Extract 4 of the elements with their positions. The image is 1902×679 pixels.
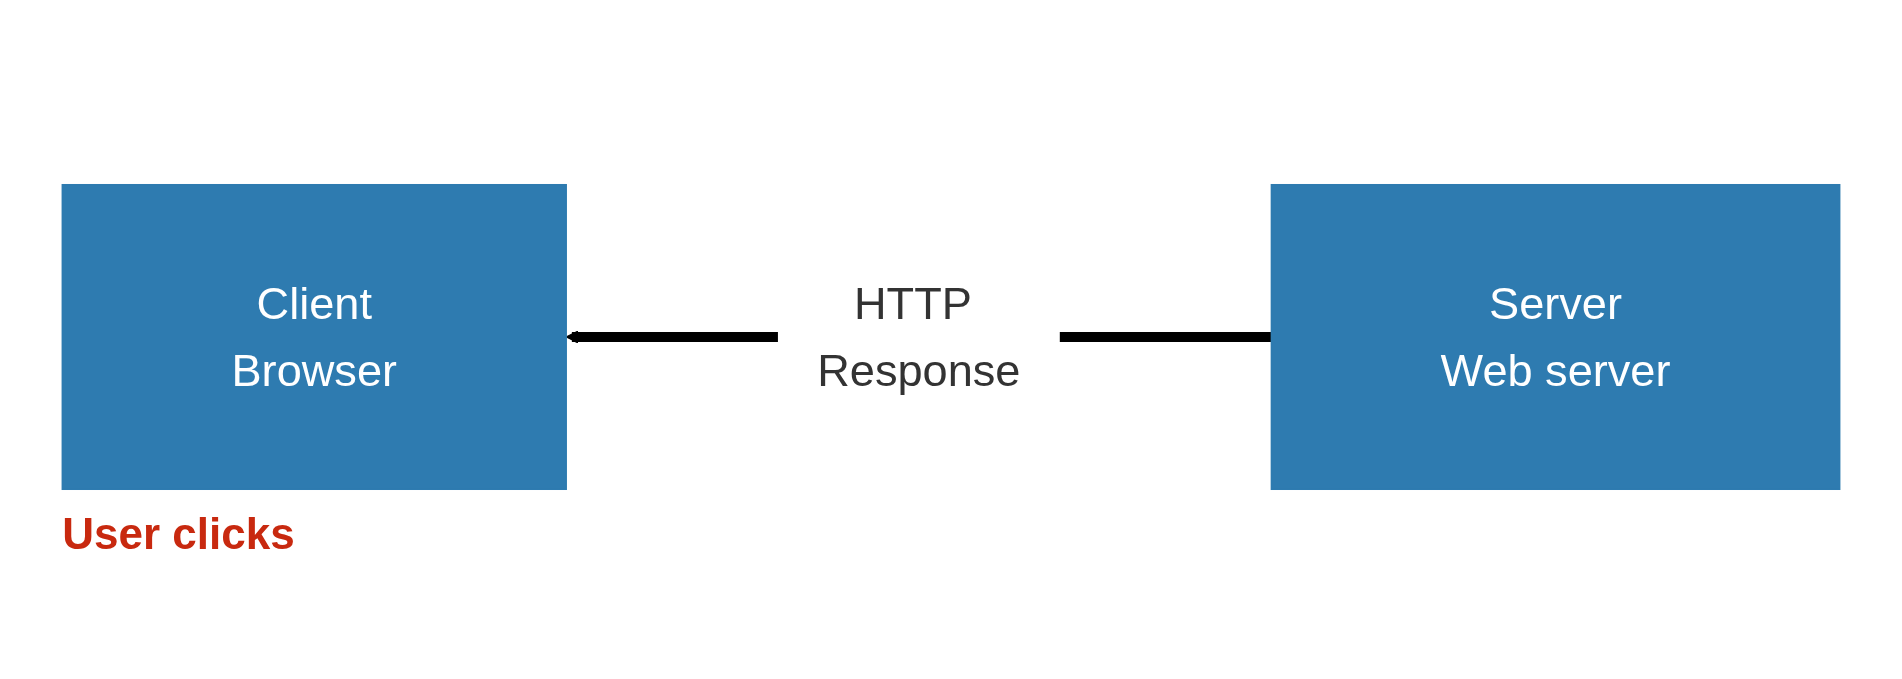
node-box: Server Web server xyxy=(1270,183,1841,490)
node-box: Client Browser xyxy=(61,183,567,490)
edge-label: HTTP Response xyxy=(817,277,1021,396)
node-caption: User clicks xyxy=(62,508,295,559)
